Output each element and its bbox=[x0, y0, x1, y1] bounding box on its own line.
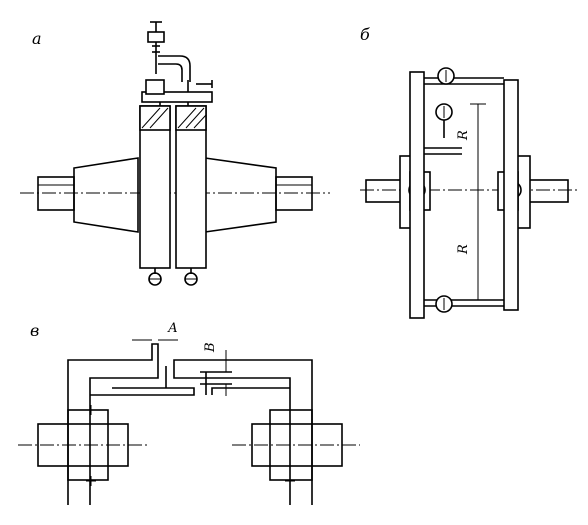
view-b-label: б bbox=[360, 25, 370, 44]
view-c-label: в bbox=[30, 321, 39, 340]
dimension-b-label: В bbox=[203, 342, 218, 353]
view-c-angular-and-offset-gap bbox=[18, 339, 360, 505]
dimension-a-label: А bbox=[167, 321, 178, 336]
view-a-coupling-with-indicator-bracket bbox=[20, 21, 330, 286]
view-b-radial-indicator-setup bbox=[360, 67, 580, 319]
radius-lower-label: R bbox=[456, 244, 471, 255]
radius-upper-label: R bbox=[456, 130, 471, 141]
view-a-label: а bbox=[32, 29, 42, 48]
